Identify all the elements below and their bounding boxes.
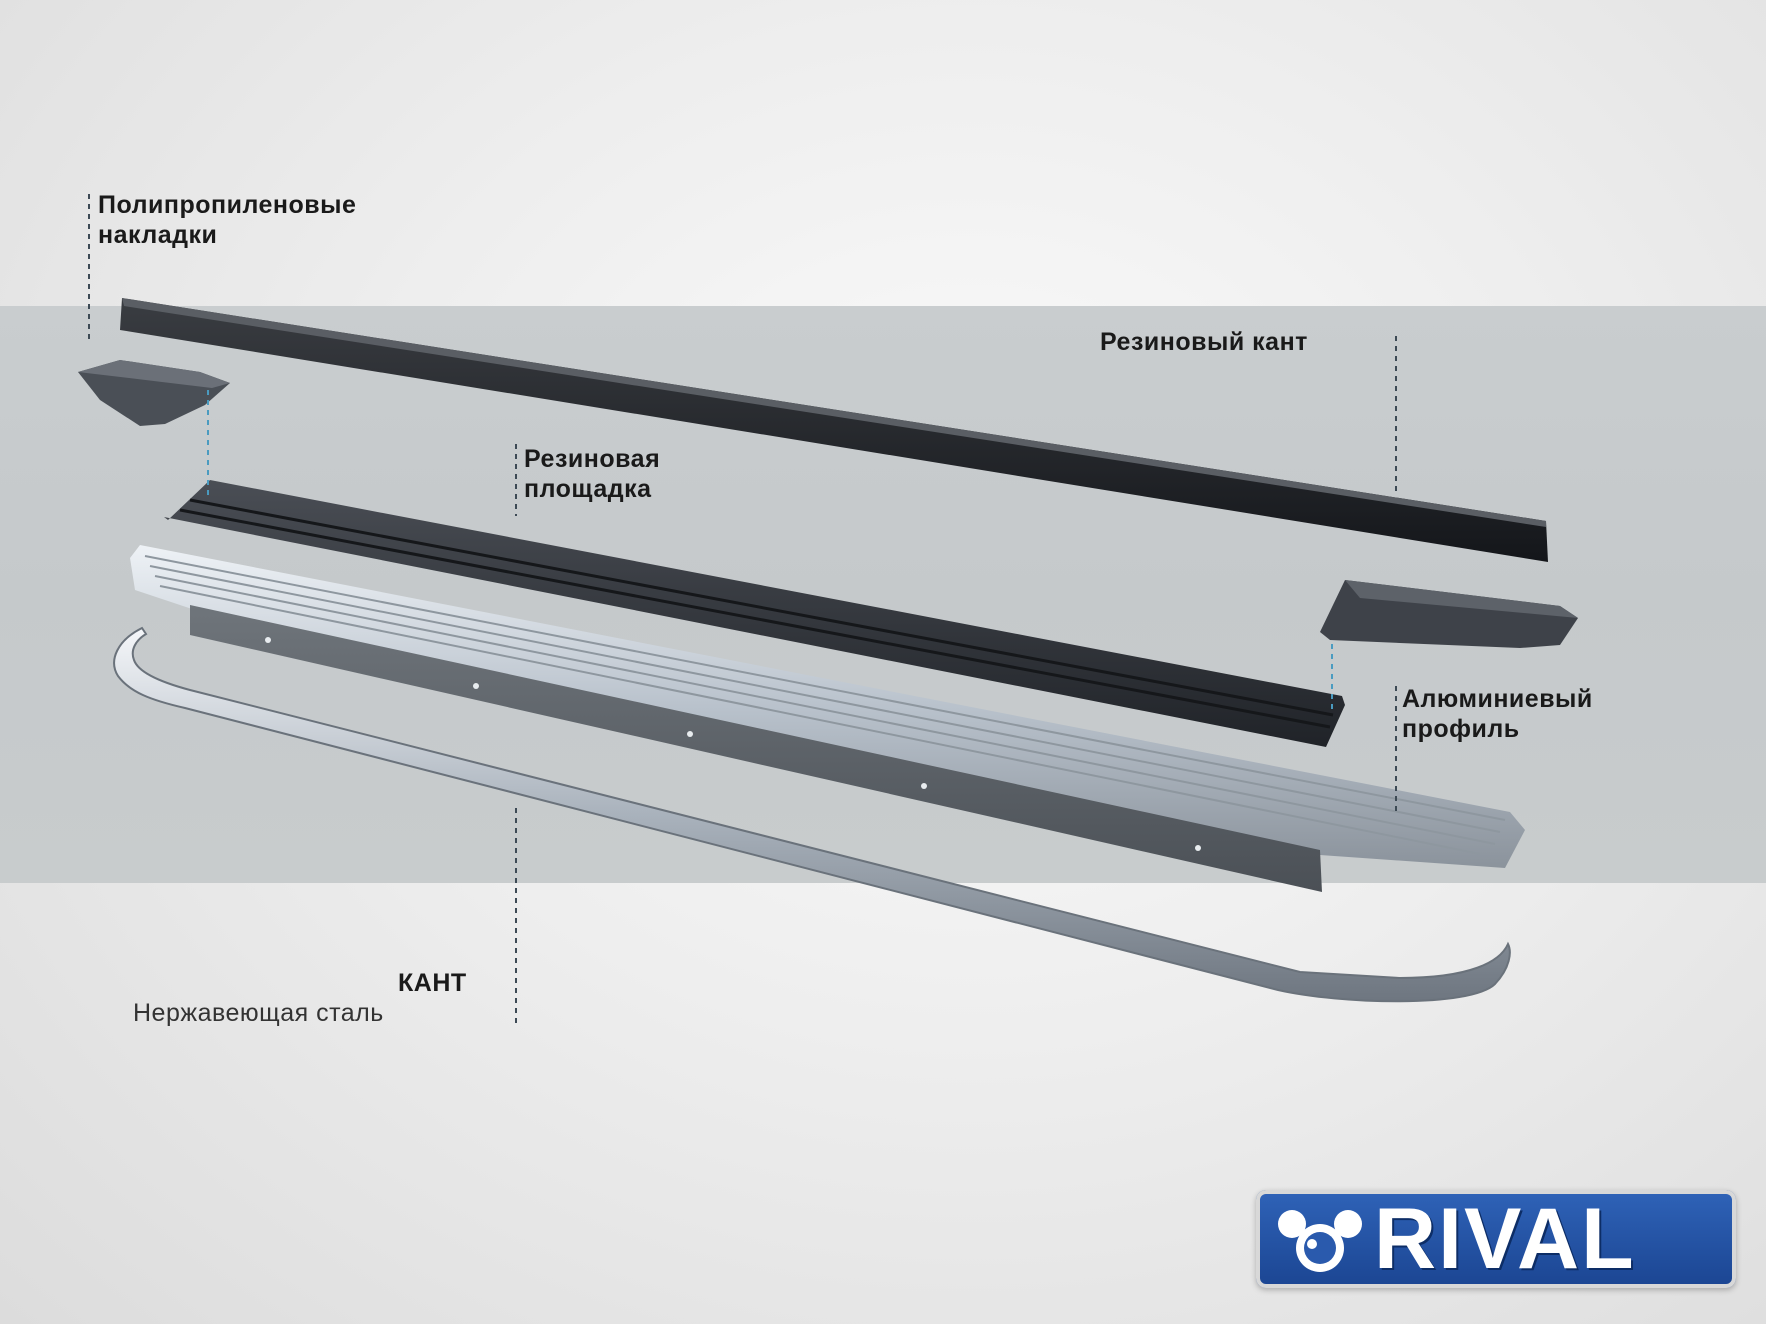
stainless-trim	[113, 626, 1511, 1003]
label-line: Полипропиленовые	[98, 191, 357, 219]
rubber-edge-strip-top	[122, 298, 1546, 527]
aluminum-profile-top	[130, 545, 1525, 868]
label-polypropylene-covers: Полипропиленовые накладки	[98, 190, 356, 250]
rubber-pad-groove-1	[189, 498, 1334, 717]
label-line: Резиновый кант	[1100, 328, 1308, 356]
label-trim-subtitle: Нержавеющая сталь	[133, 998, 384, 1028]
rival-logo: RIVAL	[1256, 1190, 1736, 1288]
rubber-pad-groove-2	[179, 508, 1331, 729]
label-rubber-edge: Резиновый кант	[1100, 327, 1308, 357]
profile-mounting-holes	[265, 637, 1201, 851]
left-end-cap-top	[78, 360, 230, 388]
label-line: Резиновая	[524, 445, 661, 473]
label-trim-title: КАНТ	[398, 968, 467, 998]
label-line: профиль	[1402, 715, 1520, 743]
label-line: накладки	[98, 221, 218, 249]
label-rubber-pad: Резиновая площадка	[524, 444, 660, 504]
bear-icon	[1278, 1210, 1362, 1272]
rubber-edge-strip	[120, 298, 1548, 562]
aluminum-profile-ribs	[144, 555, 1506, 855]
label-line: площадка	[524, 475, 652, 503]
label-aluminum-profile: Алюминиевый профиль	[1402, 684, 1593, 744]
label-line: Алюминиевый	[1402, 685, 1593, 713]
label-line: КАНТ	[398, 969, 467, 997]
rubber-pad	[164, 480, 1345, 747]
label-line: Нержавеющая сталь	[133, 999, 384, 1027]
logo-text: RIVAL	[1374, 1191, 1636, 1287]
leader-lines	[88, 194, 1397, 1024]
aluminum-profile-side	[190, 605, 1322, 892]
right-end-cap-top	[1345, 580, 1578, 618]
